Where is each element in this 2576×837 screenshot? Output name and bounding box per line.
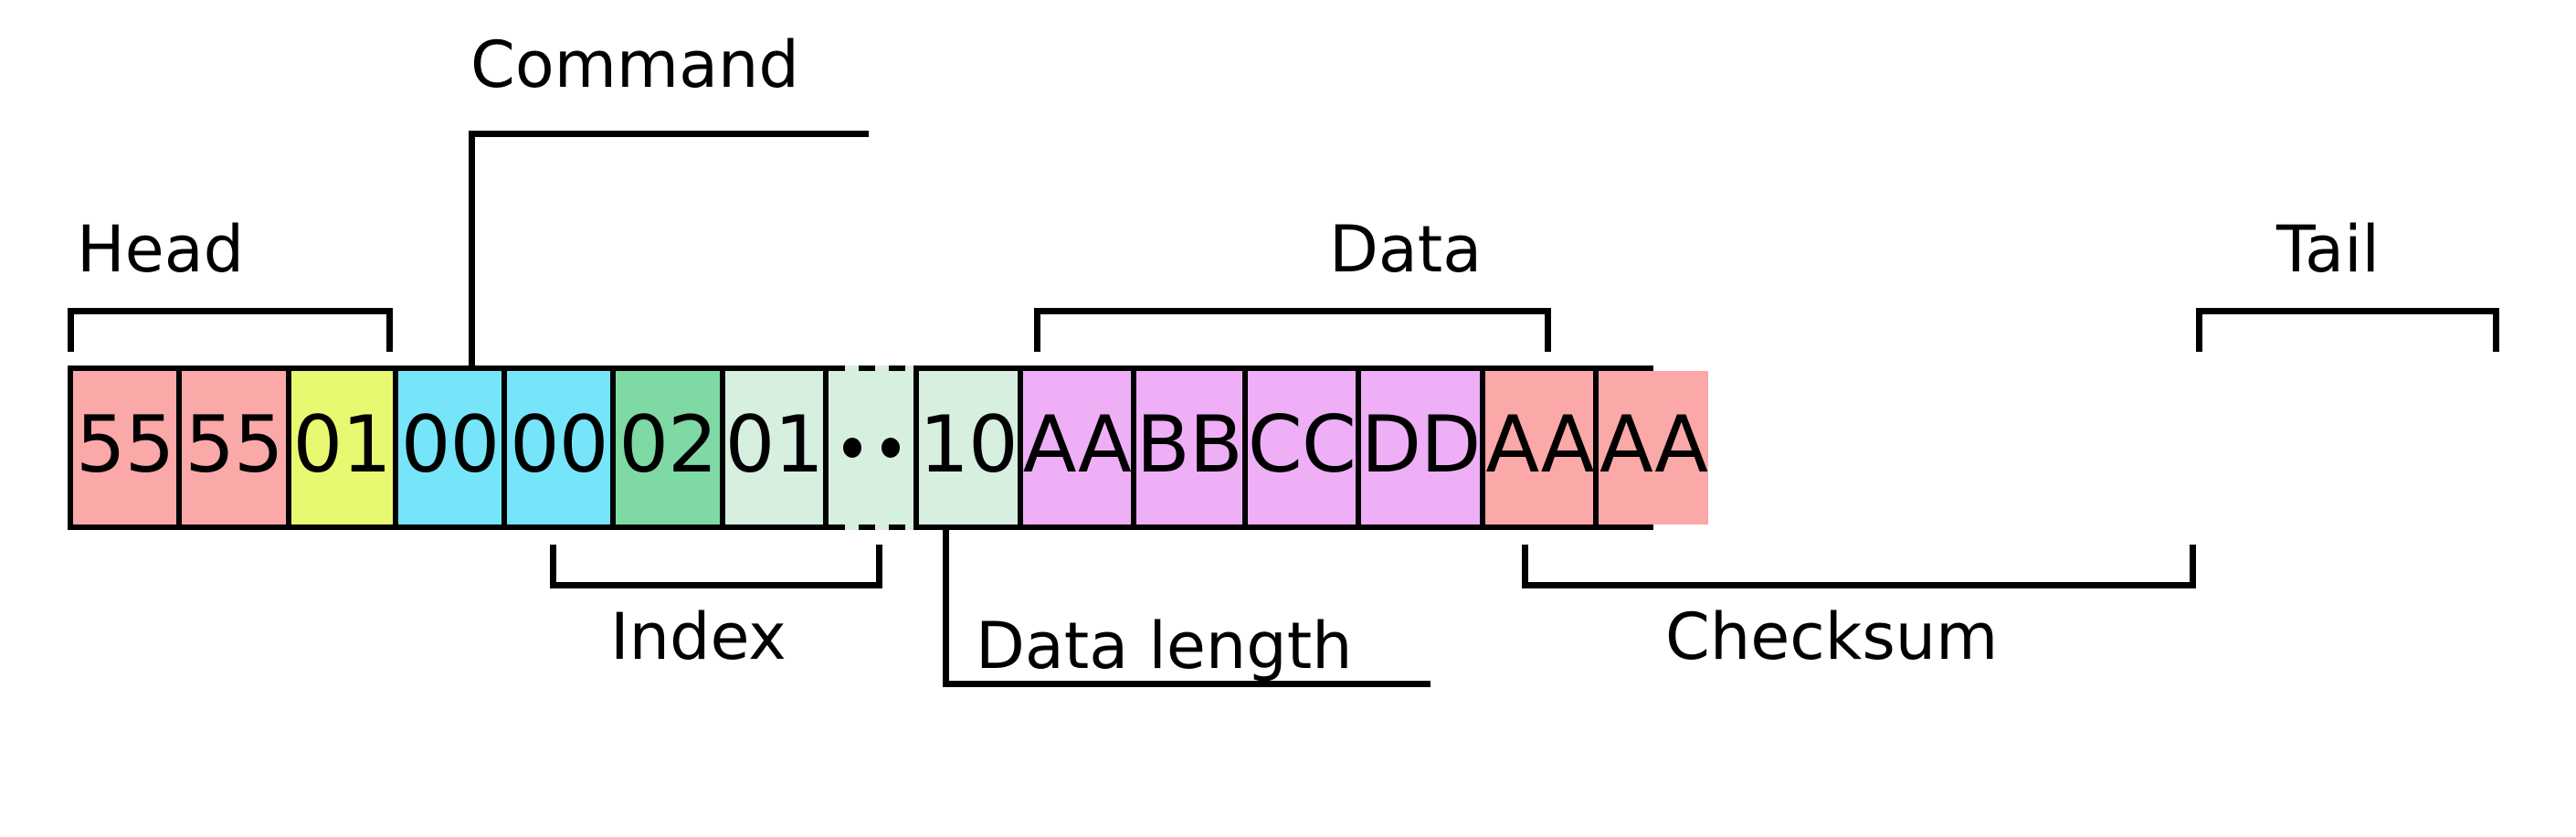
bracket-index xyxy=(550,545,882,588)
label-tail: Tail xyxy=(2276,212,2380,287)
ellipsis-dots xyxy=(842,438,900,458)
byte-cell-tail: AA xyxy=(1485,371,1599,524)
leader-command xyxy=(469,131,869,366)
bracket-data xyxy=(1034,308,1551,352)
label-command: Command xyxy=(470,27,799,102)
byte-value: 55 xyxy=(75,399,174,491)
byte-value: 10 xyxy=(919,399,1018,491)
byte-value: CC xyxy=(1247,399,1357,491)
byte-cell-data: 01 xyxy=(724,371,829,524)
bracket-head xyxy=(68,308,393,352)
dotted-bottom-border xyxy=(829,524,914,530)
label-head: Head xyxy=(77,212,245,287)
byte-cell-command: 01 xyxy=(290,371,398,524)
byte-cell-index: 00 xyxy=(507,371,617,524)
byte-value: 02 xyxy=(618,399,717,491)
byte-value: BB xyxy=(1135,399,1243,491)
dotted-top-border xyxy=(829,366,914,371)
byte-cell-index: 00 xyxy=(397,371,508,524)
byte-value: AA xyxy=(1022,399,1132,491)
byte-cell-tail: AA xyxy=(1599,371,1708,524)
byte-value: DD xyxy=(1360,399,1481,491)
byte-value: 01 xyxy=(724,399,824,491)
byte-cell-checksum: DD xyxy=(1360,371,1486,524)
byte-value: AA xyxy=(1485,399,1594,491)
byte-value: 00 xyxy=(510,399,608,491)
byte-cell-data xyxy=(829,366,920,530)
bracket-checksum xyxy=(1522,545,2196,588)
label-data-length: Data length xyxy=(976,609,1353,683)
byte-cell-checksum: CC xyxy=(1247,371,1361,524)
byte-value: AA xyxy=(1599,399,1708,491)
byte-cell-data: 10 xyxy=(919,371,1023,524)
byte-cell-head: 55 xyxy=(182,371,291,524)
byte-cell-head: 55 xyxy=(73,371,183,524)
byte-cell-checksum: AA xyxy=(1022,371,1136,524)
leader-data-length xyxy=(943,530,1431,687)
byte-value: 01 xyxy=(292,399,391,491)
bracket-tail xyxy=(2196,308,2499,352)
label-index: Index xyxy=(610,599,787,674)
label-checksum: Checksum xyxy=(1665,599,1999,674)
byte-value: 00 xyxy=(400,399,500,491)
label-data: Data xyxy=(1329,212,1483,287)
byte-value: 55 xyxy=(185,399,283,491)
byte-cell-checksum: BB xyxy=(1135,371,1248,524)
byte-cell-data_length: 02 xyxy=(616,371,725,524)
